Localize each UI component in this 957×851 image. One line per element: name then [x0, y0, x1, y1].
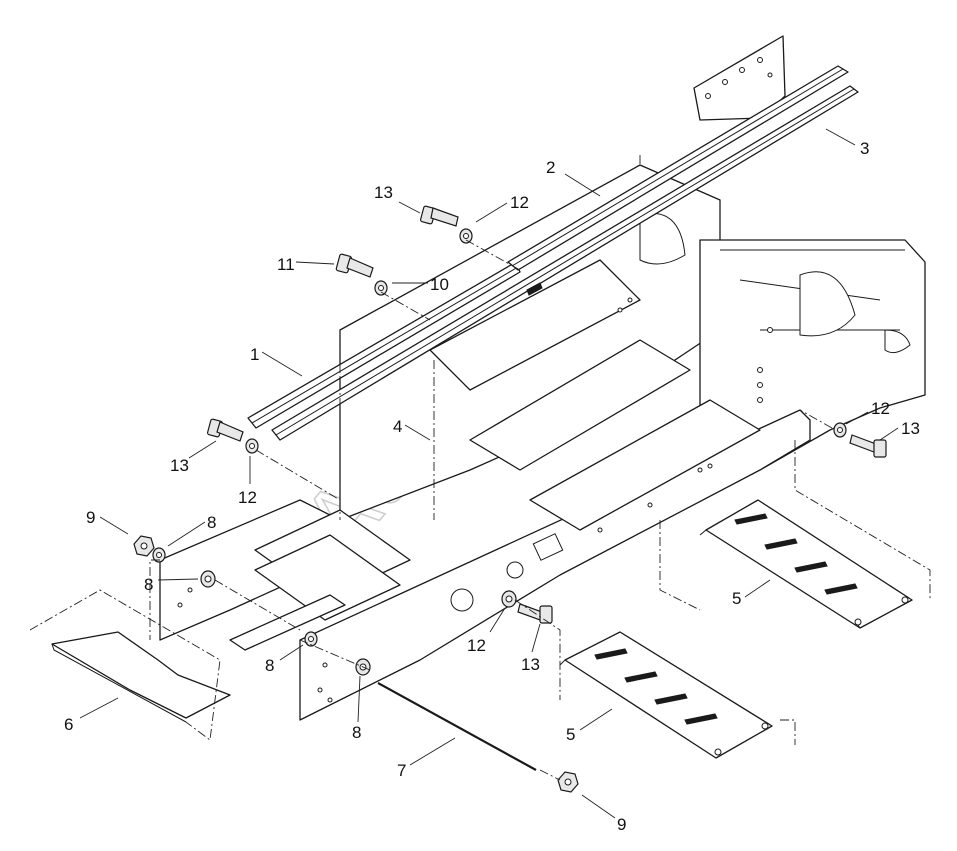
washer-12-right — [833, 422, 847, 438]
callout-12-right: 12 — [871, 399, 890, 418]
callout-5-rear: 5 — [732, 589, 741, 608]
callout-11: 11 — [277, 255, 295, 274]
washer-8-c — [304, 631, 318, 647]
nut-9-left — [133, 535, 155, 557]
washer-12-top — [459, 228, 473, 244]
callout-8-a: 8 — [207, 513, 216, 532]
callout-12-left: 12 — [238, 488, 257, 507]
nut-9-bottom — [557, 771, 579, 793]
callout-6: 6 — [64, 715, 73, 734]
callout-2: 2 — [546, 158, 555, 177]
washer-12-left — [245, 438, 259, 454]
step-plate-rear — [699, 499, 913, 629]
front-shield-part-6 — [51, 631, 231, 723]
rail-part-1 — [247, 261, 521, 429]
callout-13-right: 13 — [901, 419, 920, 438]
callout-8-b: 8 — [144, 575, 153, 594]
callout-13-left: 13 — [170, 456, 189, 475]
rail-part-3 — [271, 85, 859, 441]
callout-13-top: 13 — [374, 183, 393, 202]
assembly-lines — [29, 155, 931, 781]
callout-7: 7 — [397, 761, 406, 780]
callout-9-bottom: 9 — [617, 815, 626, 834]
callout-13-bottom: 13 — [521, 655, 540, 674]
callouts: 1 2 3 4 13 12 11 10 13 12 12 13 9 8 8 8 … — [64, 139, 920, 834]
callout-1: 1 — [250, 345, 259, 364]
callout-12-bottom: 12 — [467, 636, 486, 655]
bolt-13-bottom — [517, 603, 553, 624]
callout-5-front: 5 — [566, 725, 575, 744]
washer-8-a — [152, 547, 166, 563]
step-plate-front — [559, 631, 773, 759]
chassis-frame — [159, 164, 926, 721]
washer-10 — [374, 280, 388, 296]
callout-12-top: 12 — [510, 193, 529, 212]
bolt-13-left — [206, 418, 244, 442]
leader-lines — [79, 128, 899, 819]
callout-8-d: 8 — [352, 723, 361, 742]
callout-8-c: 8 — [265, 656, 274, 675]
callout-10: 10 — [430, 275, 449, 294]
washer-12-bottom — [501, 590, 517, 608]
callout-3: 3 — [860, 139, 869, 158]
washer-8-b — [200, 570, 216, 588]
callout-9-left: 9 — [86, 508, 95, 527]
bolt-13-right — [849, 434, 887, 458]
rear-upright-plate — [693, 35, 786, 121]
bolt-11 — [335, 253, 374, 278]
callout-4: 4 — [393, 417, 402, 436]
bolt-13-top — [419, 205, 459, 227]
rod-part-7 — [377, 682, 537, 771]
